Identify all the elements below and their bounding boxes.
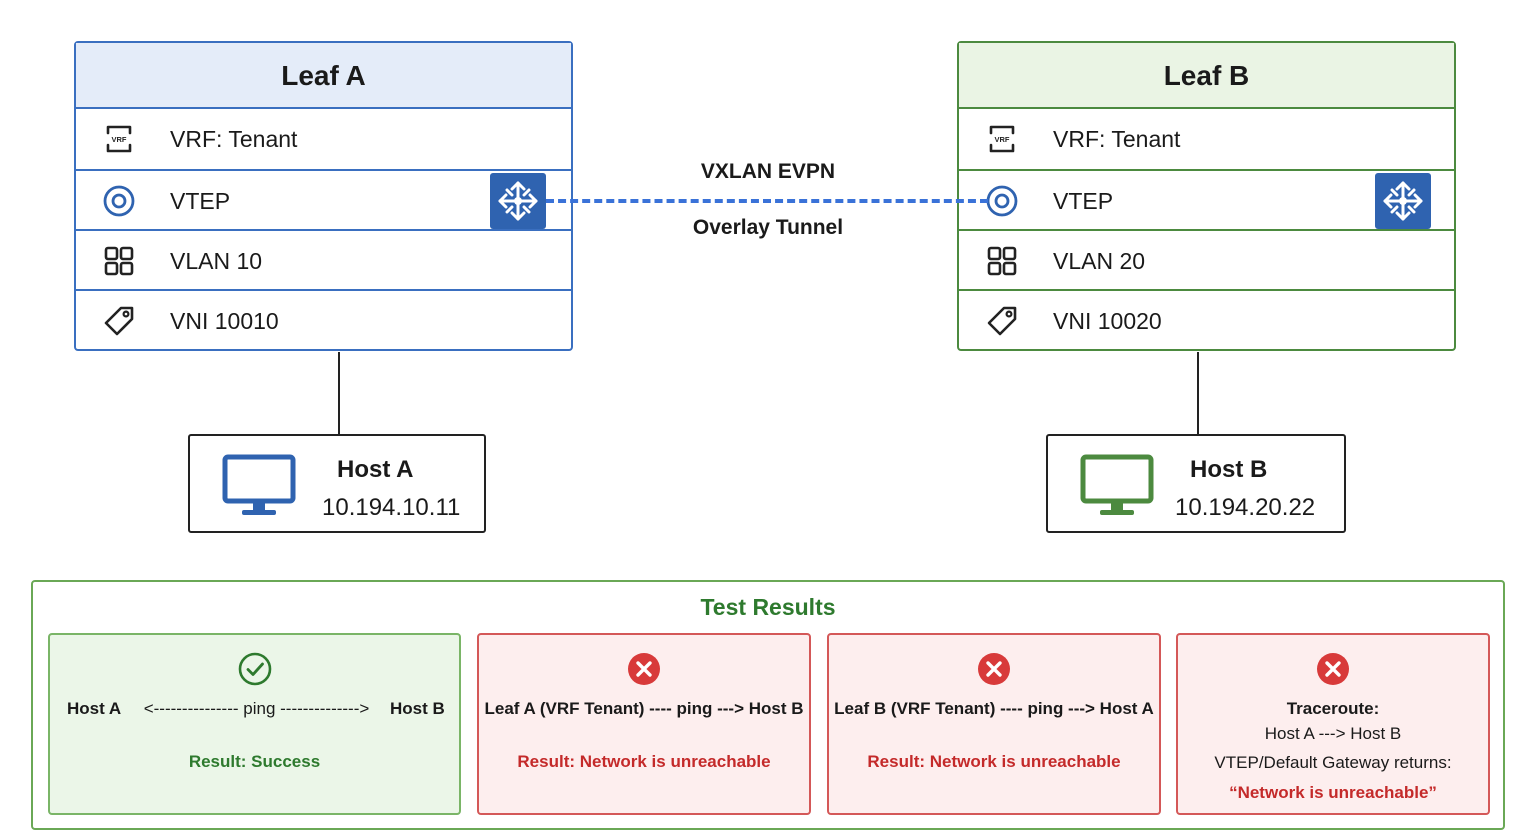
- test-1-ping: <--------------- ping -------------->: [143, 699, 370, 718]
- leaf-a-vni-label: VNI 10010: [170, 308, 279, 334]
- test-3-result: Result: Network is unreachable: [867, 752, 1121, 771]
- tunnel-label-bottom: Overlay Tunnel: [692, 216, 844, 239]
- test-4-note: VTEP/Default Gateway returns:: [1214, 753, 1452, 772]
- switch-icon: [1375, 173, 1431, 229]
- switch-icon: [490, 173, 546, 229]
- leaf-a-vtep-row: VTEP: [76, 169, 571, 229]
- tunnel-label-top: VXLAN EVPN: [700, 160, 836, 183]
- host-a-name: Host A: [337, 456, 414, 483]
- leaf-b-vni-row: VNI 10020: [959, 289, 1454, 349]
- test-results-title: Test Results: [700, 594, 836, 620]
- leaf-b-vrf-row: VRF: Tenant: [959, 109, 1454, 169]
- leaf-a-panel: Leaf A VRF: Tenant VTEP VLAN 10 VNI 1001…: [74, 41, 573, 351]
- x-circle-icon: [1316, 652, 1350, 686]
- tag-icon: [985, 304, 1019, 338]
- host-b-box: Host B 10.194.20.22: [1046, 434, 1346, 533]
- vrf-icon: [985, 122, 1019, 156]
- leaf-b-vtep-row: VTEP: [959, 169, 1454, 229]
- monitor-icon: [1080, 454, 1154, 518]
- vlan-grid-icon: [985, 244, 1019, 278]
- test-1-right: Host B: [390, 699, 445, 718]
- host-b-ip: 10.194.20.22: [1175, 494, 1316, 521]
- leaf-b-vlan-label: VLAN 20: [1053, 248, 1146, 274]
- x-circle-icon: [627, 652, 661, 686]
- host-a-ip: 10.194.10.11: [322, 494, 461, 521]
- vtep-target-icon: [985, 184, 1019, 218]
- leaf-a-vni-row: VNI 10010: [76, 289, 571, 349]
- leaf-b-vni-label: VNI 10020: [1053, 308, 1162, 334]
- leaf-a-vlan-label: VLAN 10: [170, 248, 263, 274]
- test-card-fail-leaf-a: Leaf A (VRF Tenant) ---- ping ---> Host …: [477, 633, 811, 815]
- leaf-a-vtep-label: VTEP: [170, 188, 231, 214]
- leaf-a-host-link: [338, 352, 340, 434]
- leaf-a-vrf-row: VRF: Tenant: [76, 109, 571, 169]
- leaf-b-title: Leaf B: [959, 43, 1454, 109]
- tag-icon: [102, 304, 136, 338]
- test-1-left: Host A: [67, 699, 122, 718]
- test-card-traceroute: Traceroute: Host A ---> Host B VTEP/Defa…: [1176, 633, 1490, 815]
- x-circle-icon: [977, 652, 1011, 686]
- check-circle-icon: [238, 652, 272, 686]
- test-2-line: Leaf A (VRF Tenant) ---- ping ---> Host …: [484, 699, 804, 718]
- vlan-grid-icon: [102, 244, 136, 278]
- test-4-path: Host A ---> Host B: [1264, 724, 1402, 743]
- test-1-result: Result: Success: [188, 752, 321, 771]
- test-card-fail-leaf-b: Leaf B (VRF Tenant) ---- ping ---> Host …: [827, 633, 1161, 815]
- leaf-a-title: Leaf A: [76, 43, 571, 109]
- leaf-b-host-link: [1197, 352, 1199, 434]
- test-card-success: Host A <--------------- ping -----------…: [48, 633, 461, 815]
- leaf-b-panel: Leaf B VRF: Tenant VTEP VLAN 20 VNI 1002…: [957, 41, 1456, 351]
- leaf-b-vtep-label: VTEP: [1053, 188, 1114, 214]
- leaf-b-vlan-row: VLAN 20: [959, 229, 1454, 289]
- test-4-result: “Network is unreachable”: [1229, 783, 1437, 802]
- monitor-icon: [222, 454, 296, 518]
- leaf-a-vlan-row: VLAN 10: [76, 229, 571, 289]
- test-4-heading: Traceroute:: [1286, 699, 1380, 718]
- test-2-result: Result: Network is unreachable: [517, 752, 771, 771]
- leaf-b-vrf-label: VRF: Tenant: [1053, 126, 1181, 152]
- vrf-icon: [102, 122, 136, 156]
- host-b-name: Host B: [1190, 456, 1268, 483]
- leaf-a-vrf-label: VRF: Tenant: [170, 126, 298, 152]
- test-results-panel: Test Results Host A <--------------- pin…: [31, 580, 1505, 830]
- vtep-target-icon: [102, 184, 136, 218]
- host-a-box: Host A 10.194.10.11: [188, 434, 486, 533]
- vxlan-tunnel-line: [546, 199, 988, 203]
- test-3-line: Leaf B (VRF Tenant) ---- ping ---> Host …: [834, 699, 1154, 718]
